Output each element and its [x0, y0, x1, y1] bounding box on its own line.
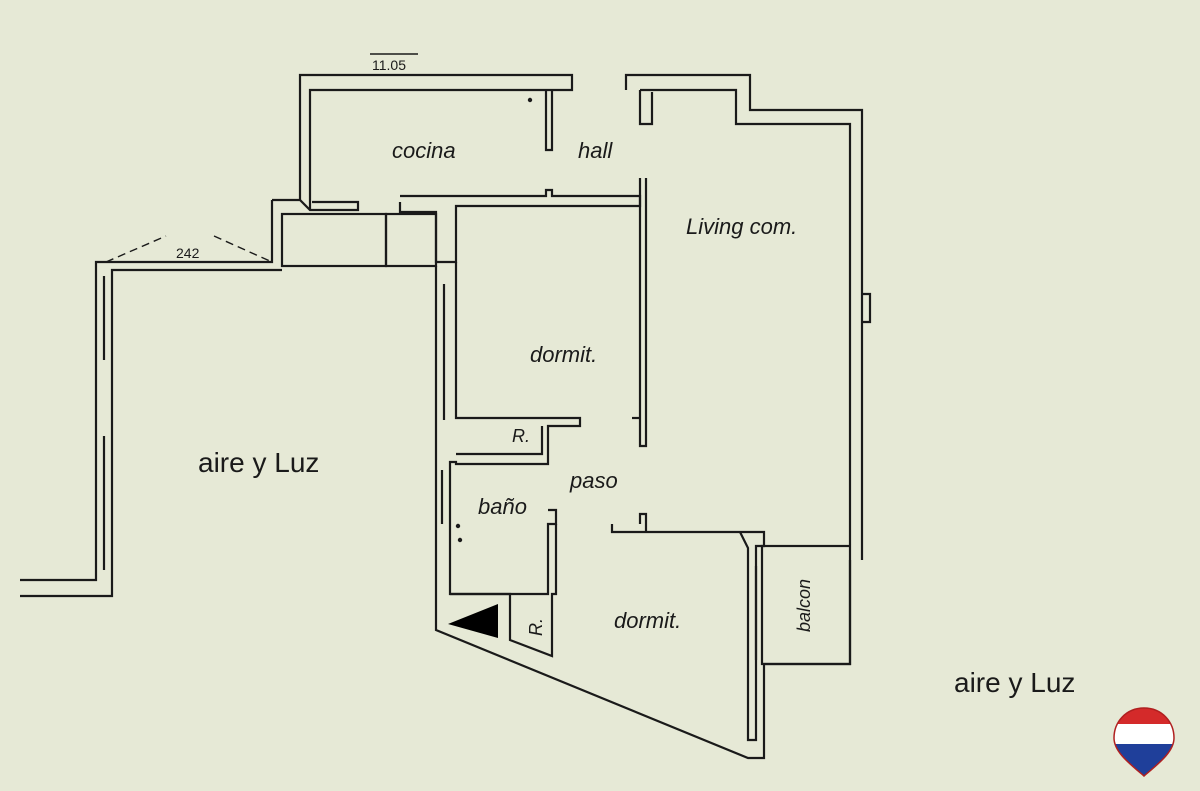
room-living: Living com.	[686, 214, 797, 239]
north-arrow-icon	[448, 604, 498, 638]
fixture-dot	[527, 97, 533, 103]
dim-line-left-a	[105, 235, 167, 263]
room-closet-2: R.	[526, 618, 546, 636]
slab-right	[384, 212, 438, 268]
dimension-top: 11.05	[372, 57, 406, 73]
balcony-outline	[760, 544, 852, 666]
wall-lightwell-top-inner	[20, 268, 282, 598]
fixture-dot	[455, 523, 461, 529]
wall-bed2-north	[610, 512, 766, 742]
wall-north-right	[624, 73, 864, 560]
room-bedroom-1: dormit.	[530, 342, 597, 367]
room-corridor: paso	[569, 468, 618, 493]
room-bedroom-2: dormit.	[614, 608, 681, 633]
room-closet-1: R.	[512, 426, 530, 446]
dimension-lines	[105, 53, 418, 263]
walls	[20, 73, 872, 760]
wall-east-bump	[862, 292, 872, 324]
wall-bed1-east	[638, 178, 648, 448]
fixture-dots	[455, 97, 533, 543]
dim-line-left-b	[213, 235, 273, 263]
room-hall: hall	[578, 138, 613, 163]
wall-north-outer	[298, 73, 574, 210]
living-niche	[638, 90, 654, 126]
wall-lightwell-top	[20, 200, 274, 582]
dimension-left: 242	[176, 245, 200, 261]
wall-kitchen-hall	[544, 90, 554, 152]
closet-1	[456, 426, 544, 456]
outside-label-right: aire y Luz	[954, 667, 1075, 698]
fixture-dot	[457, 537, 463, 543]
outside-label-left: aire y Luz	[198, 447, 319, 478]
room-kitchen: cocina	[392, 138, 456, 163]
wall-north-right-inner	[640, 88, 852, 545]
wall-kitchen-south	[272, 198, 360, 212]
wall-bath-south	[450, 524, 558, 658]
wall-center-west-inner	[448, 262, 582, 596]
room-bathroom: baño	[478, 494, 527, 519]
room-balcony: balcon	[794, 579, 814, 632]
